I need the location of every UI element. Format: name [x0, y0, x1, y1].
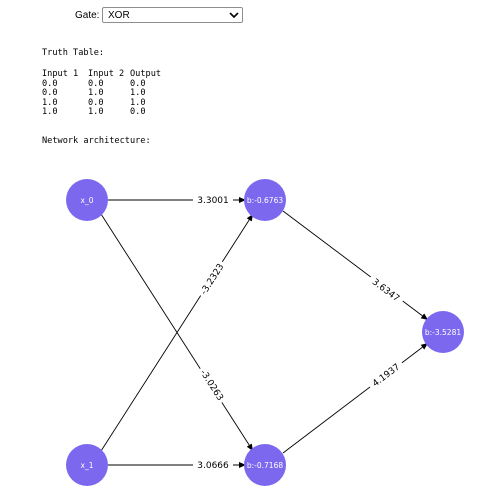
chevron-down-icon — [229, 12, 239, 19]
table-cell: 1.0 — [130, 97, 146, 108]
gate-dropdown[interactable]: XOR — [102, 7, 243, 23]
table-row: 0.0 0.0 0.0 — [42, 78, 175, 90]
gate-dropdown-value: XOR — [108, 10, 130, 21]
node-hidden-1: b:-0.7168 — [244, 444, 286, 486]
table-cell: 0.0 — [88, 78, 104, 89]
network-architecture-title: Network architecture: — [42, 136, 151, 146]
edge-x1-h0 — [100, 213, 254, 452]
node-x0: x_0 — [66, 179, 108, 221]
edge-h1-out — [282, 342, 429, 454]
table-cell: 1.0 — [88, 107, 104, 117]
edge-h0-out — [282, 210, 429, 321]
weight-label: 3.0666 — [197, 461, 229, 471]
edge-label-x0-h0: 3.3001 — [193, 193, 233, 206]
table-cell: 1.0 — [42, 97, 58, 108]
node-label: x_1 — [81, 461, 94, 470]
truth-table-header: Input 1 — [42, 69, 79, 79]
node-output: b:-3.5281 — [422, 311, 464, 353]
node-label: b:-0.6763 — [247, 196, 283, 205]
gate-label: Gate: — [75, 10, 100, 21]
node-label: x_0 — [81, 196, 94, 205]
table-row: 1.0 0.0 1.0 — [42, 97, 175, 109]
table-cell: 0.0 — [130, 78, 146, 89]
table-cell: 1.0 — [130, 88, 146, 98]
table-cell: 0.0 — [42, 88, 58, 98]
edge-label-x0-h1: -3.0263 — [195, 364, 229, 406]
table-row: 1.0 1.0 0.0 — [42, 107, 175, 118]
node-label: b:-0.7168 — [247, 461, 283, 470]
truth-table: Input 1 Input 2 Output 0.0 0.0 0.0 0.0 1… — [42, 69, 175, 118]
edge-label-h1-out: 4.1937 — [366, 357, 406, 393]
table-cell: 1.0 — [42, 107, 58, 117]
table-row: 0.0 1.0 1.0 — [42, 88, 175, 99]
table-cell: 0.0 — [130, 107, 146, 117]
truth-table-title: Truth Table: — [42, 48, 105, 58]
truth-table-header-row: Input 1 Input 2 Output — [42, 69, 175, 80]
edge-label-x1-h0: -3.2323 — [195, 258, 229, 300]
gate-selector-row: Gate: XOR — [0, 0, 500, 30]
truth-table-header: Input 2 — [88, 69, 125, 79]
node-x1: x_1 — [66, 444, 108, 486]
node-hidden-0: b:-0.6763 — [244, 179, 286, 221]
table-cell: 1.0 — [88, 88, 104, 98]
truth-table-header: Output — [130, 69, 162, 79]
weight-label: 3.3001 — [197, 196, 229, 206]
table-cell: 0.0 — [42, 78, 58, 89]
edge-label-h0-out: 3.6347 — [366, 272, 406, 308]
edge-label-x1-h1: 3.0666 — [193, 458, 233, 471]
node-label: b:-3.5281 — [425, 328, 461, 337]
table-cell: 0.0 — [88, 97, 104, 108]
